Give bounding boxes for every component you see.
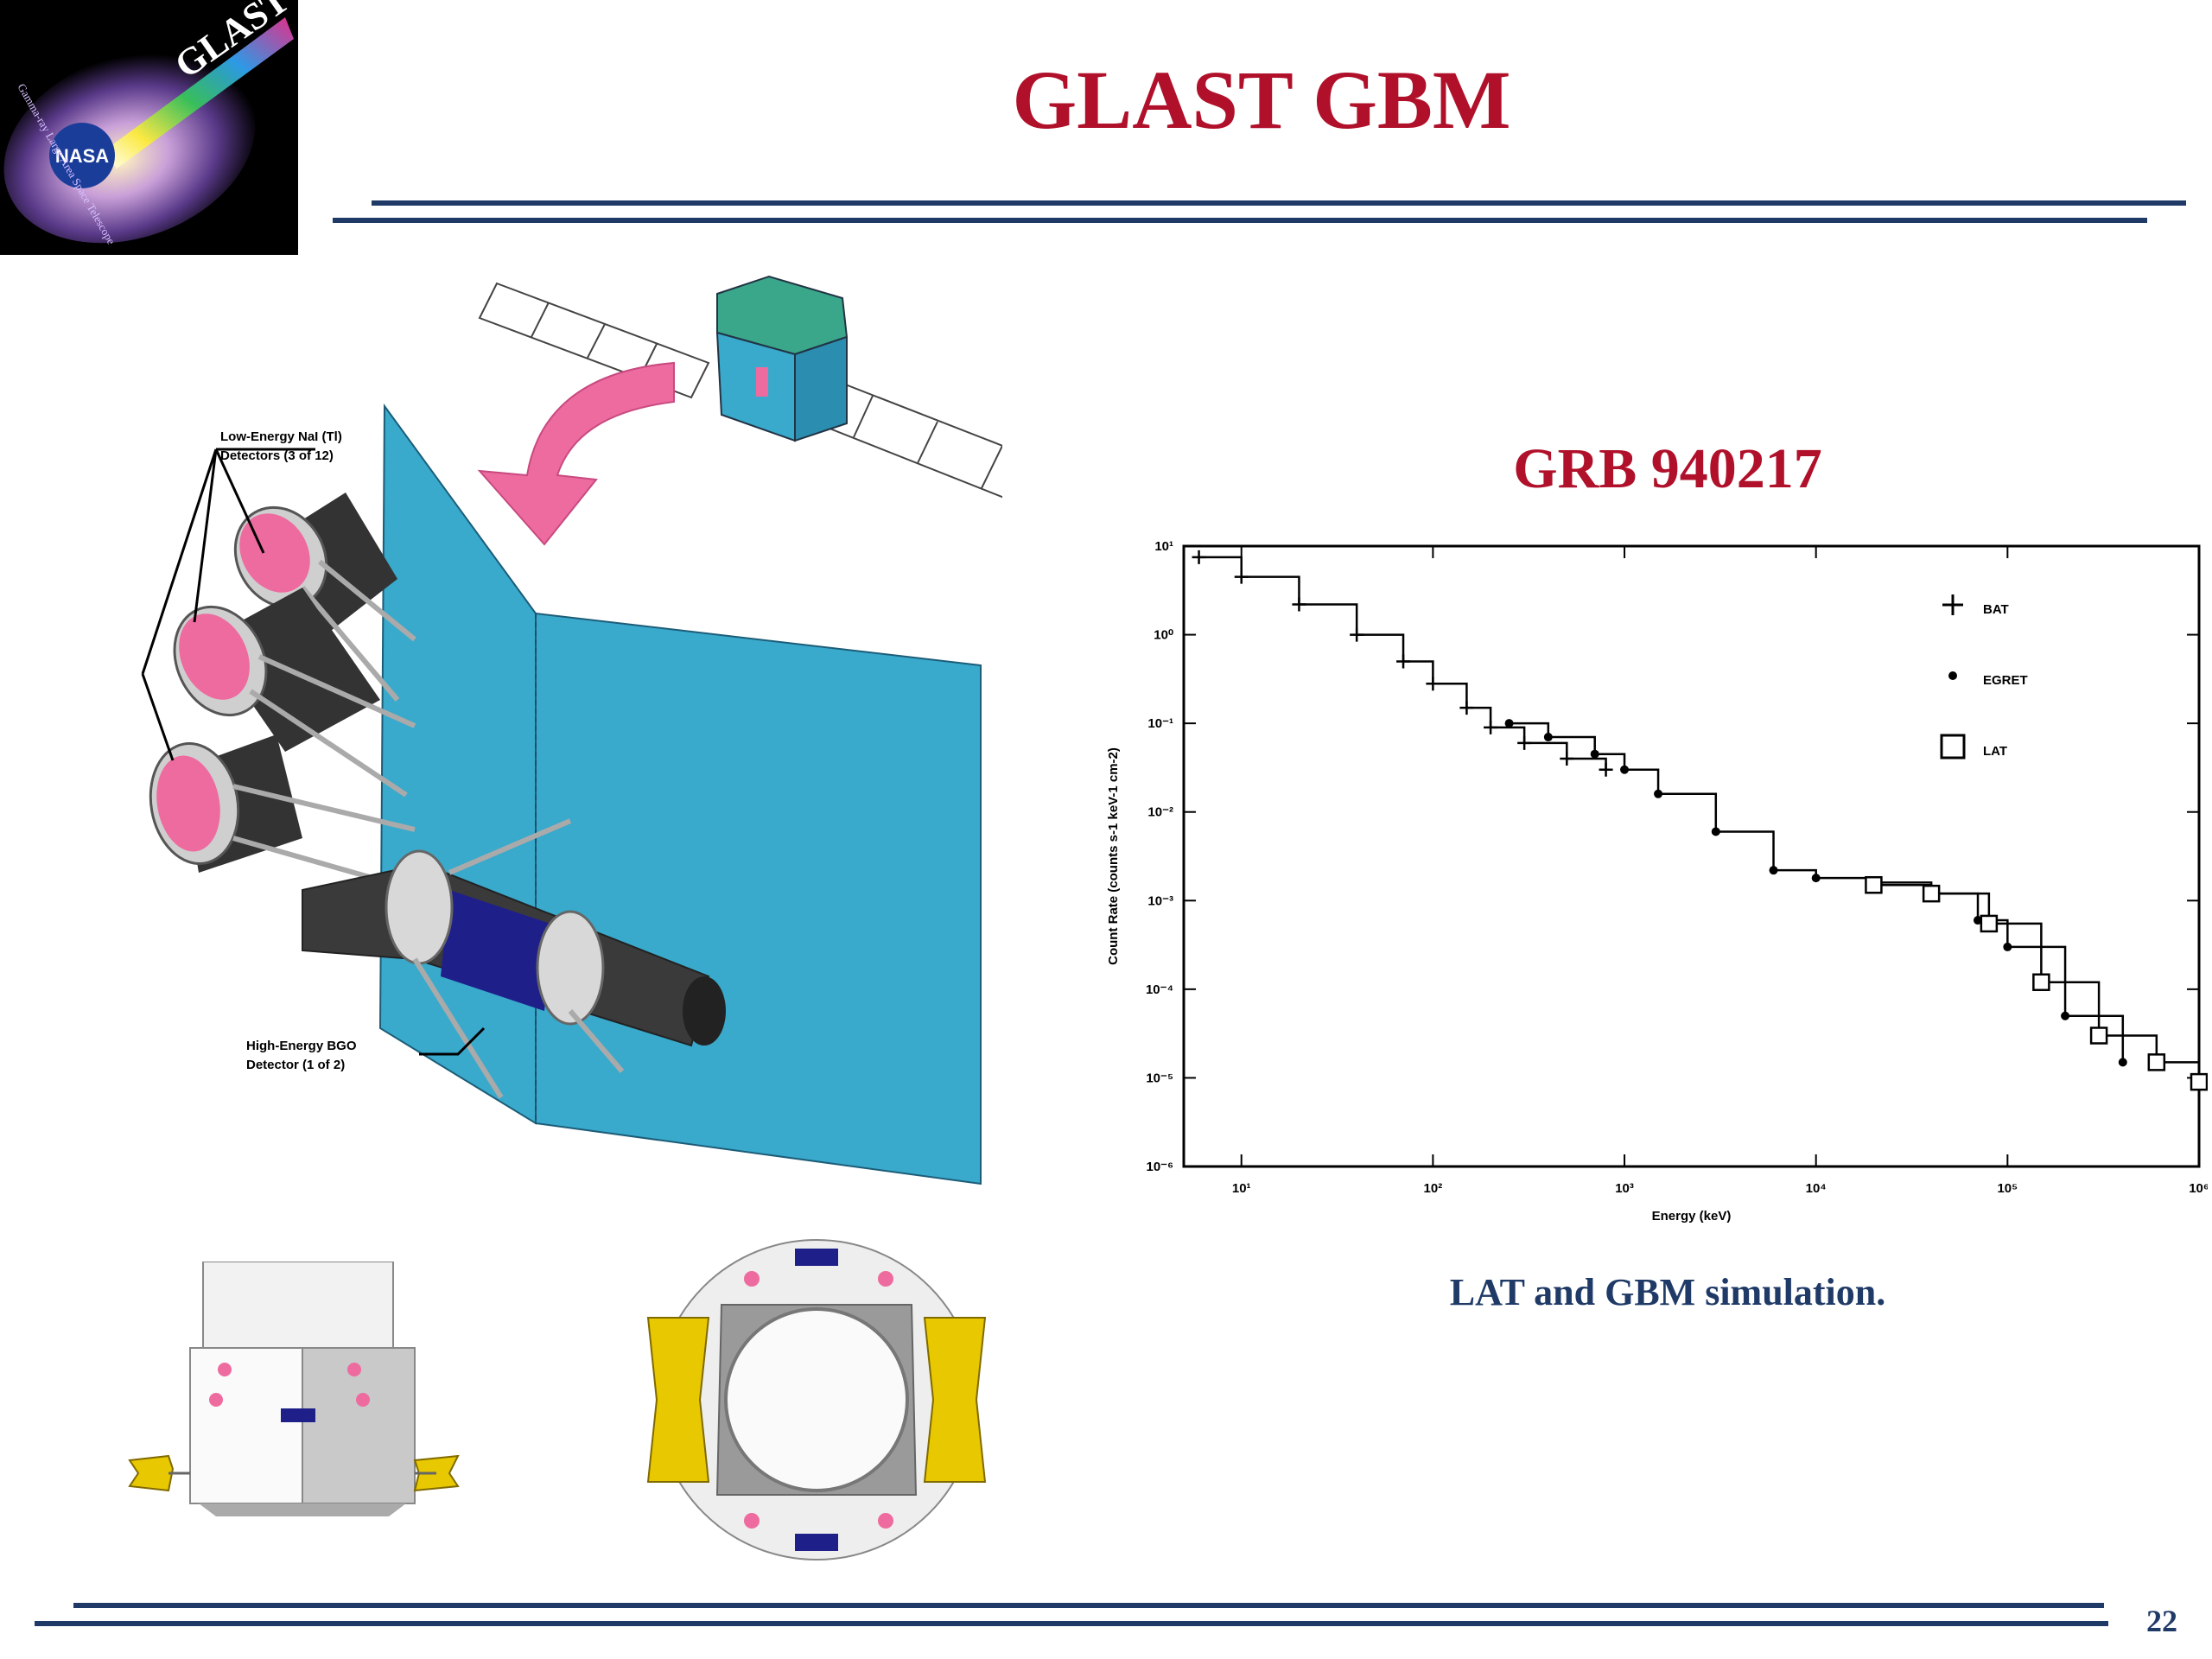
spacecraft-top-view (622, 1236, 1011, 1564)
data-point (1396, 654, 1411, 669)
spacecraft-side-view (121, 1261, 484, 1529)
data-point (1654, 789, 1663, 798)
y-tick-label: 10⁻⁶ (1146, 1160, 1173, 1174)
nai-detector-icon (173, 588, 416, 798)
nasa-badge-icon (49, 123, 115, 188)
legend-label: BAT (1983, 602, 2009, 617)
data-point (2032, 973, 2050, 991)
svg-text:Detectors (3 of 12): Detectors (3 of 12) (220, 448, 334, 463)
data-point (2190, 1072, 2209, 1091)
series-line-egret (1509, 721, 2125, 1063)
legend-label: LAT (1983, 744, 2007, 759)
nai-detector-icon (149, 734, 416, 893)
x-tick-label: 10³ (1615, 1181, 1634, 1196)
data-point (2003, 942, 2012, 951)
x-tick-label: 10² (1424, 1181, 1443, 1196)
top-rule-1 (372, 200, 2186, 206)
data-point (1560, 751, 1574, 766)
data-point (1922, 884, 1941, 903)
svg-text:Low-Energy NaI (Tl): Low-Energy NaI (Tl) (220, 429, 342, 444)
svg-text:Detector (1 of 2): Detector (1 of 2) (246, 1058, 345, 1072)
data-point (2089, 1027, 2108, 1045)
data-point (1590, 749, 1599, 759)
data-point (2118, 1058, 2127, 1067)
glast-logo: NASA GLAST Gamma-ray Large Area Space Te… (0, 0, 298, 255)
data-point (1769, 866, 1778, 875)
chart-title: GRB 940217 (1513, 437, 1822, 500)
y-axis-label: Count Rate (counts s-1 keV-1 cm-2) (1106, 747, 1121, 965)
page-number: 22 (2146, 1604, 2177, 1638)
bottom-rule-2 (35, 1621, 2108, 1626)
x-axis-label: Energy (keV) (1652, 1209, 1732, 1224)
data-point (1599, 762, 1613, 777)
nai-detector-icon (233, 493, 416, 702)
data-point (1811, 874, 1821, 883)
legend-marker (1942, 594, 1963, 615)
data-point (1517, 735, 1532, 750)
y-tick-label: 10⁰ (1154, 628, 1173, 643)
data-point (1543, 733, 1553, 742)
y-tick-label: 10¹ (1154, 539, 1173, 554)
data-point (1426, 677, 1440, 691)
data-point (1484, 720, 1498, 734)
data-point (1292, 597, 1306, 612)
legend-label: EGRET (1983, 673, 2028, 688)
y-tick-label: 10⁻¹ (1147, 716, 1173, 731)
y-tick-label: 10⁻³ (1147, 893, 1173, 908)
page-title: GLAST GBM (1012, 54, 1511, 146)
svg-text:High-Energy BGO: High-Energy BGO (246, 1039, 357, 1053)
svg-text:NASA: NASA (55, 145, 109, 167)
y-tick-label: 10⁻⁴ (1146, 982, 1173, 997)
data-point (1980, 914, 1999, 933)
grb-spectrum-chart: 10¹10²10³10⁴10⁵10⁶10⁷10¹10⁰10⁻¹10⁻²10⁻³1… (1084, 536, 2209, 1244)
data-point (1504, 719, 1514, 728)
x-tick-label: 10⁴ (1806, 1181, 1827, 1196)
gbm-detector-figure: Low-Energy NaI (Tl) Detectors (3 of 12) … (86, 268, 1069, 1201)
data-point (1234, 569, 1249, 584)
data-point (1865, 875, 1883, 894)
x-tick-label: 10⁶ (2189, 1181, 2208, 1196)
data-point (1711, 827, 1720, 836)
x-tick-label: 10¹ (1232, 1181, 1251, 1196)
data-point (1192, 550, 1206, 564)
data-point (2061, 1011, 2070, 1020)
mounting-panel (378, 403, 537, 1125)
x-tick-label: 10⁵ (1997, 1181, 2018, 1196)
top-rule-2 (333, 218, 2147, 223)
bottom-rule-1 (73, 1603, 2104, 1608)
data-point (1974, 916, 1983, 925)
legend-marker (1940, 734, 1966, 760)
legend-marker (1948, 671, 1957, 680)
chart-caption: LAT and GBM simulation. (1449, 1271, 1886, 1313)
mounting-panel-large (535, 612, 982, 1185)
plot-frame (1182, 544, 2201, 1168)
pink-arrow-icon (477, 361, 675, 546)
y-tick-label: 10⁻² (1147, 805, 1173, 820)
y-tick-label: 10⁻⁵ (1146, 1071, 1173, 1085)
data-point (1459, 701, 1474, 715)
data-point (1350, 627, 1364, 642)
bgo-detector-icon (302, 818, 726, 1099)
data-point (2147, 1053, 2166, 1071)
data-point (1620, 765, 1630, 774)
